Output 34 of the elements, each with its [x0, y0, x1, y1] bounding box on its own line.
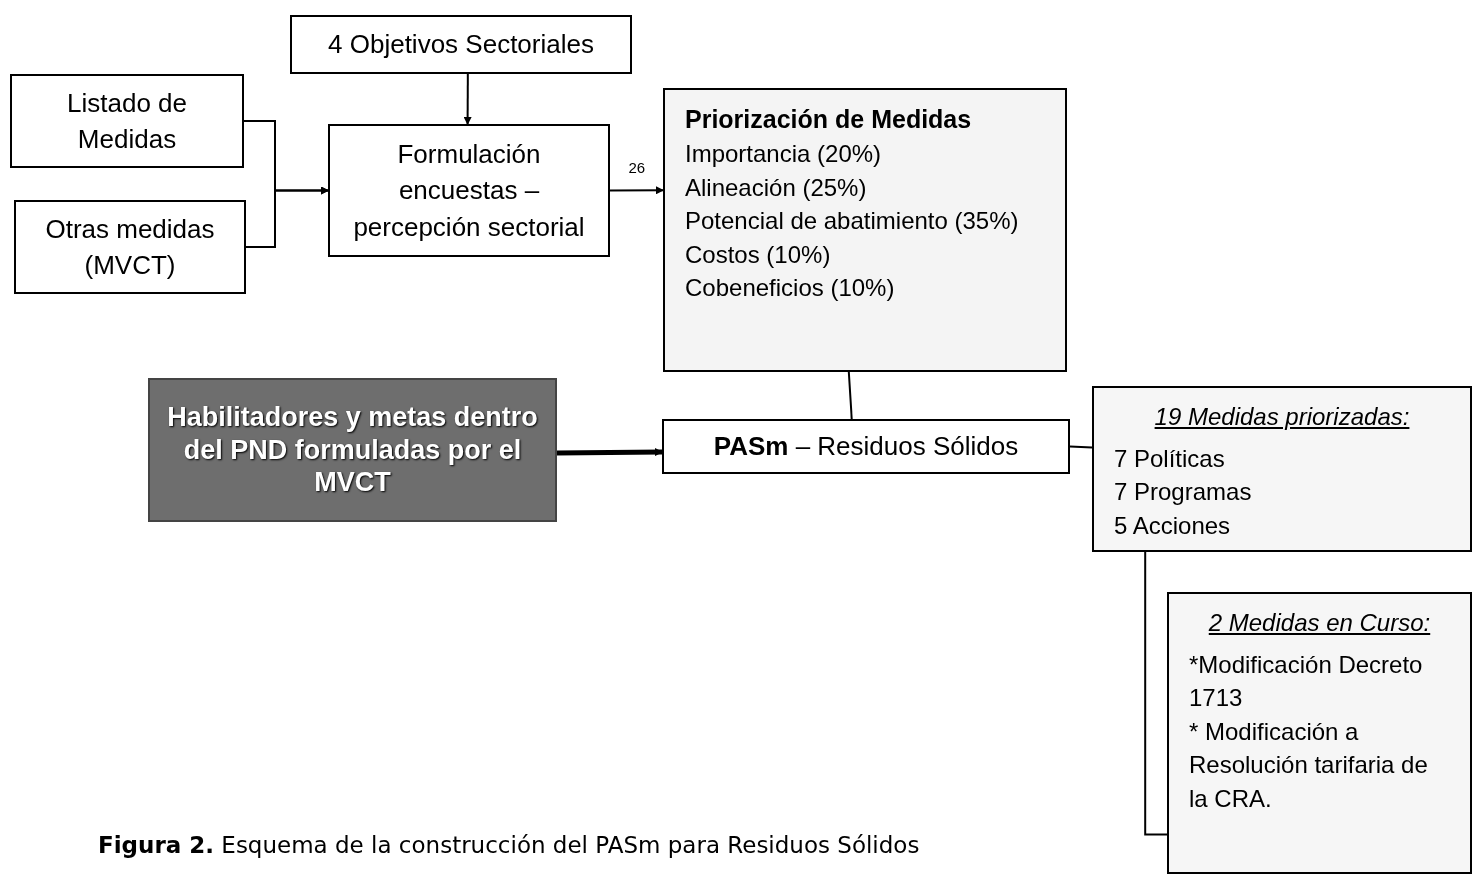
list-item: 5 Acciones: [1114, 510, 1232, 541]
arrow: [463, 73, 472, 125]
list-item: Alineación (25%): [685, 172, 868, 203]
arrow: [245, 186, 329, 248]
box-text: Otras medidas (MVCT): [44, 212, 216, 282]
box-text: 4 Objetivos Sectoriales: [328, 28, 594, 62]
box-heading: 19 Medidas priorizadas:: [1153, 402, 1411, 432]
list-item: Potencial de abatimiento (35%): [685, 206, 1020, 237]
list-item: * Modificación a Resolución tarifaria de la CRA.: [1189, 716, 1429, 814]
list-item: *Modificación Decreto 1713: [1189, 649, 1424, 714]
box-text: Habilitadores y metas dentro del PND formuladas por el MVCT: [166, 401, 539, 499]
process-box: [10, 74, 244, 168]
process-box: [328, 124, 610, 257]
list-item: Costos (10%): [685, 239, 832, 270]
box-heading: 2 Medidas en Curso:: [1207, 608, 1432, 638]
box-text: Listado de Medidas: [66, 86, 188, 156]
edge-label: 26: [626, 160, 648, 176]
process-box: [290, 15, 632, 74]
process-box: [14, 200, 246, 294]
highlight-box: [148, 378, 557, 522]
criteria-box: [663, 88, 1067, 372]
figure-caption: Figura 2. Esquema de la construcción del PASm para Residuos Sólidos: [98, 831, 920, 860]
box-text: Formulación encuestas – percepción sectorial: [352, 137, 586, 244]
list-box: [1092, 386, 1472, 552]
box-text: PASm – Residuos Sólidos: [713, 430, 1019, 464]
list-item: 7 Políticas: [1114, 443, 1226, 474]
list-box: [1167, 592, 1472, 874]
list-item: 7 Programas: [1114, 477, 1253, 508]
box-heading: Priorización de Medidas: [685, 104, 973, 135]
arrow: [557, 448, 663, 457]
arrow: [609, 186, 664, 195]
list-item: Cobeneficios (10%): [685, 273, 896, 304]
process-box: [662, 419, 1070, 474]
list-item: Importancia (20%): [685, 139, 883, 169]
